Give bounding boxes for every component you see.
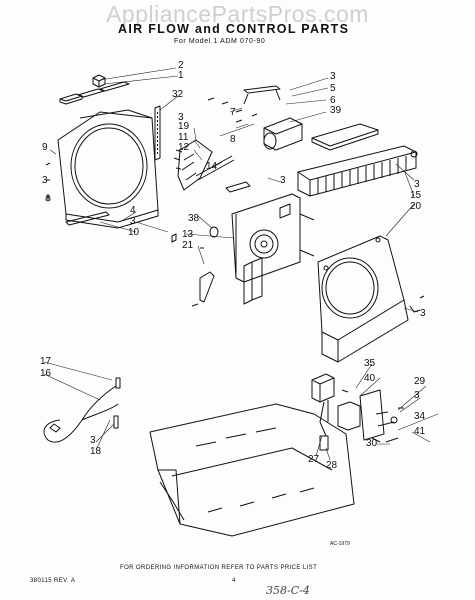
part-power-cord — [43, 385, 117, 443]
part-38 — [209, 226, 219, 238]
callout-12: 12 — [178, 142, 190, 153]
part-door-flap — [199, 271, 215, 303]
callout-16: 16 — [40, 368, 52, 379]
callout-11: 11 — [178, 132, 189, 143]
part-damper-rod — [195, 155, 235, 181]
callout-5: 5 — [330, 83, 336, 94]
callout-3: 3 — [330, 71, 336, 82]
diagram-subtitle: For Model 1 ADM 070-90 — [174, 38, 266, 45]
callout-3: 3 — [280, 175, 286, 186]
callout-39: 39 — [330, 105, 342, 116]
callout-3: 3 — [130, 216, 136, 227]
watermark: AppliancePartsPros.com — [106, 1, 369, 27]
callout-4: 4 — [130, 205, 136, 216]
callout-28: 28 — [326, 460, 338, 471]
part-thermostat — [311, 373, 335, 403]
figure-code: AC-1979 — [330, 541, 350, 547]
ordering-note: FOR ORDERING INFORMATION REFER TO PARTS … — [120, 565, 318, 571]
part-rotary-switch — [337, 401, 361, 431]
callout-27: 27 — [308, 454, 320, 465]
part-bracket-plate — [359, 389, 385, 441]
page-mark: 4 — [232, 578, 236, 584]
callout-3: 3 — [414, 390, 420, 401]
callout-17: 17 — [40, 356, 52, 367]
callout-6: 6 — [330, 95, 336, 106]
selector-switch — [249, 229, 279, 259]
part-base-pan — [149, 403, 355, 537]
callout-38: 38 — [188, 213, 200, 224]
callout-3: 3 — [178, 112, 184, 123]
callout-15: 15 — [410, 190, 422, 201]
diagram-title: AIR FLOW and CONTROL PARTS — [118, 22, 350, 36]
callout-9: 9 — [42, 142, 48, 153]
callout-13: 13 — [182, 229, 194, 240]
part-orifice-panel — [317, 235, 405, 341]
callout-8: 8 — [230, 134, 236, 145]
callout-20: 20 — [410, 201, 422, 212]
callout-2: 2 — [178, 60, 184, 71]
handwritten-note: 358-C-4 — [266, 584, 310, 597]
callout-1: 1 — [178, 70, 184, 81]
callout-32: 32 — [172, 89, 184, 100]
callout-30: 30 — [366, 438, 378, 449]
callout-7: 7 — [230, 107, 236, 118]
part-strap — [243, 85, 281, 105]
callout-3: 3 — [420, 308, 426, 319]
part-top-cover — [311, 123, 379, 151]
callout-19: 19 — [178, 121, 190, 132]
part-capacitor — [263, 117, 303, 151]
part-seal-strip — [154, 105, 161, 161]
shroud-opening — [70, 123, 148, 209]
callout-18: 18 — [90, 446, 102, 457]
callout-35: 35 — [364, 358, 376, 369]
callout-3: 3 — [90, 435, 96, 446]
callout-34: 34 — [414, 411, 426, 422]
callout-14: 14 — [206, 161, 218, 172]
callout-3: 3 — [414, 179, 420, 190]
part-louver-grille — [297, 145, 417, 197]
part-air-shroud — [57, 111, 159, 229]
callout-21: 21 — [182, 240, 194, 251]
callout-41: 41 — [414, 426, 426, 437]
callout-29: 29 — [414, 376, 426, 387]
callout-10: 10 — [128, 227, 140, 238]
part-foam-strips — [59, 81, 130, 105]
part-knob-block — [92, 74, 106, 88]
callout-40: 40 — [364, 373, 376, 384]
doc-code: 380115 REV. A — [30, 578, 76, 584]
part-bottom-strip — [65, 211, 110, 226]
callout-3: 3 — [42, 175, 48, 186]
